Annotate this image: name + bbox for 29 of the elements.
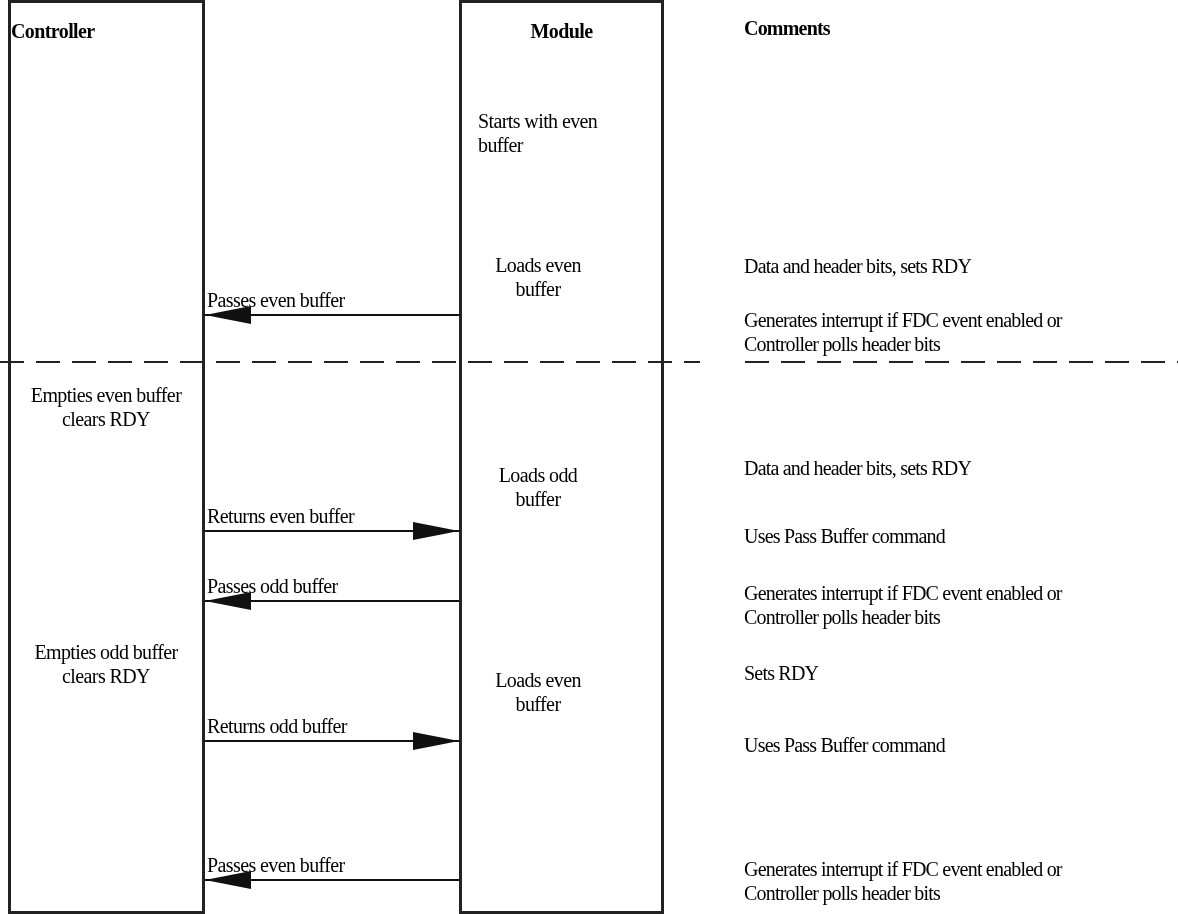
lane-title: Controller — [11, 19, 96, 43]
lifeline-box — [459, 0, 664, 914]
step-text: Empties even buffer clears RDY — [29, 383, 183, 431]
comment-text: Generates interrupt if FDC event enabled or Controller polls header bits — [744, 581, 1064, 629]
edge-label: Passes even buffer — [207, 854, 345, 876]
arrow — [204, 592, 460, 610]
comment-text: Data and header bits, sets RDY — [744, 456, 973, 480]
lane-title: Module — [529, 19, 594, 43]
arrow — [204, 871, 460, 889]
comment-text: Generates interrupt if FDC event enabled or Controller polls header bits — [744, 308, 1064, 356]
arrow — [204, 732, 460, 750]
comment-text: Generates interrupt if FDC event enabled or Controller polls header bits — [744, 857, 1064, 905]
lifeline-box — [8, 0, 205, 914]
step-text: Loads odd buffer — [497, 463, 579, 511]
comment-text: Sets RDY — [744, 661, 820, 685]
edge-label: Passes odd buffer — [207, 575, 338, 597]
arrow — [204, 306, 460, 324]
arrow — [204, 522, 460, 540]
edge-label: Returns odd buffer — [207, 715, 347, 737]
comment-text: Uses Pass Buffer command — [744, 733, 947, 757]
comment-text: Data and header bits, sets RDY — [744, 254, 973, 278]
edge-label: Passes even buffer — [207, 289, 345, 311]
step-text: Loads even buffer — [494, 668, 582, 716]
step-text: Empties odd buffer clears RDY — [33, 640, 179, 688]
edge-label: Returns even buffer — [207, 505, 355, 527]
step-text: Loads even buffer — [494, 253, 582, 301]
comment-text: Uses Pass Buffer command — [744, 524, 947, 548]
step-text: Starts with even buffer — [478, 109, 599, 157]
column-heading: Comments — [744, 16, 831, 40]
